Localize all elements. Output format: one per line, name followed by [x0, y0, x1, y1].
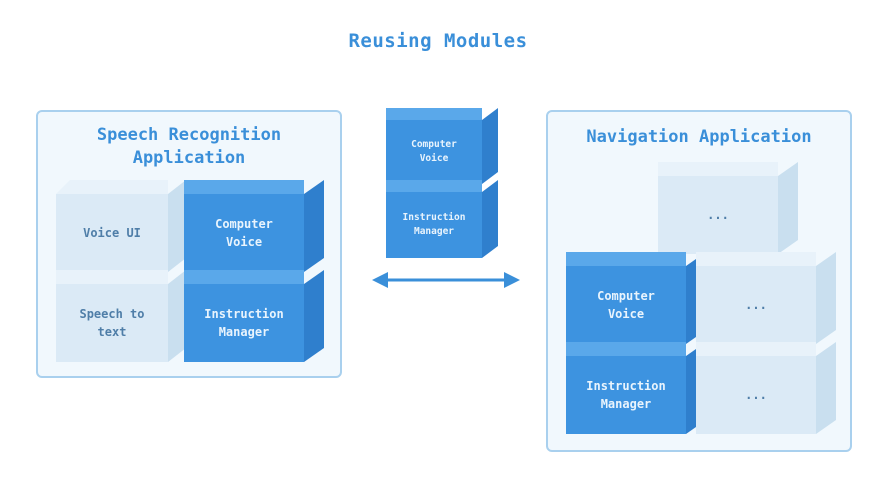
speech-recognition-panel: Speech Recognition Application Voice UI … [36, 110, 342, 378]
placeholder-label-middle: ... [745, 298, 767, 312]
shared-computer-voice-label-line1: Computer [411, 139, 457, 150]
speech-recognition-title-line1: Speech Recognition [96, 125, 282, 145]
speech-to-text-label-line1: Speech to [79, 307, 145, 321]
placeholder-label-bottom: ... [745, 388, 767, 402]
placeholder-module-top: ... [658, 162, 798, 254]
navigation-title: Navigation Application [586, 127, 812, 147]
voice-ui-label: Voice UI [83, 226, 141, 240]
nav-instruction-manager-label-line1: Instruction [586, 379, 666, 393]
shared-instruction-manager-module: Instruction Manager [386, 180, 498, 258]
placeholder-module-bottom: ... [696, 342, 836, 434]
shared-computer-voice-label-line2: Voice [419, 153, 449, 164]
speech-to-text-label-line2: text [97, 325, 127, 339]
nav-computer-voice-module: Computer Voice [566, 252, 706, 344]
diagram-title: Reusing Modules [348, 30, 528, 52]
navigation-panel: Navigation Application ... Computer Voic… [546, 110, 852, 452]
instruction-manager-module: Instruction Manager [184, 270, 324, 362]
nav-computer-voice-label-line2: Voice [607, 307, 645, 321]
computer-voice-module: Computer Voice [184, 180, 324, 272]
nav-computer-voice-label-line1: Computer [597, 289, 655, 303]
instruction-manager-label-line1: Instruction [204, 307, 284, 321]
voice-ui-module: Voice UI [56, 180, 186, 272]
computer-voice-label-line1: Computer [215, 217, 273, 231]
shared-instruction-manager-label-line1: Instruction [402, 212, 466, 223]
shared-modules: Computer Voice Instruction Manager [386, 108, 500, 258]
shared-instruction-manager-label-line2: Manager [413, 226, 455, 237]
speech-recognition-title-line2: Application [132, 148, 246, 168]
placeholder-label-top: ... [707, 208, 729, 222]
speech-to-text-module: Speech to text [56, 270, 186, 362]
speech-recognition-title: Speech Recognition Application [38, 124, 340, 170]
shared-computer-voice-module: Computer Voice [386, 108, 498, 184]
bidirectional-arrow-icon [372, 272, 520, 288]
nav-instruction-manager-label-line2: Manager [600, 397, 652, 411]
computer-voice-label-line2: Voice [225, 235, 263, 249]
nav-instruction-manager-module: Instruction Manager [566, 342, 706, 434]
instruction-manager-label-line2: Manager [218, 325, 270, 339]
placeholder-module-middle: ... [696, 252, 836, 344]
